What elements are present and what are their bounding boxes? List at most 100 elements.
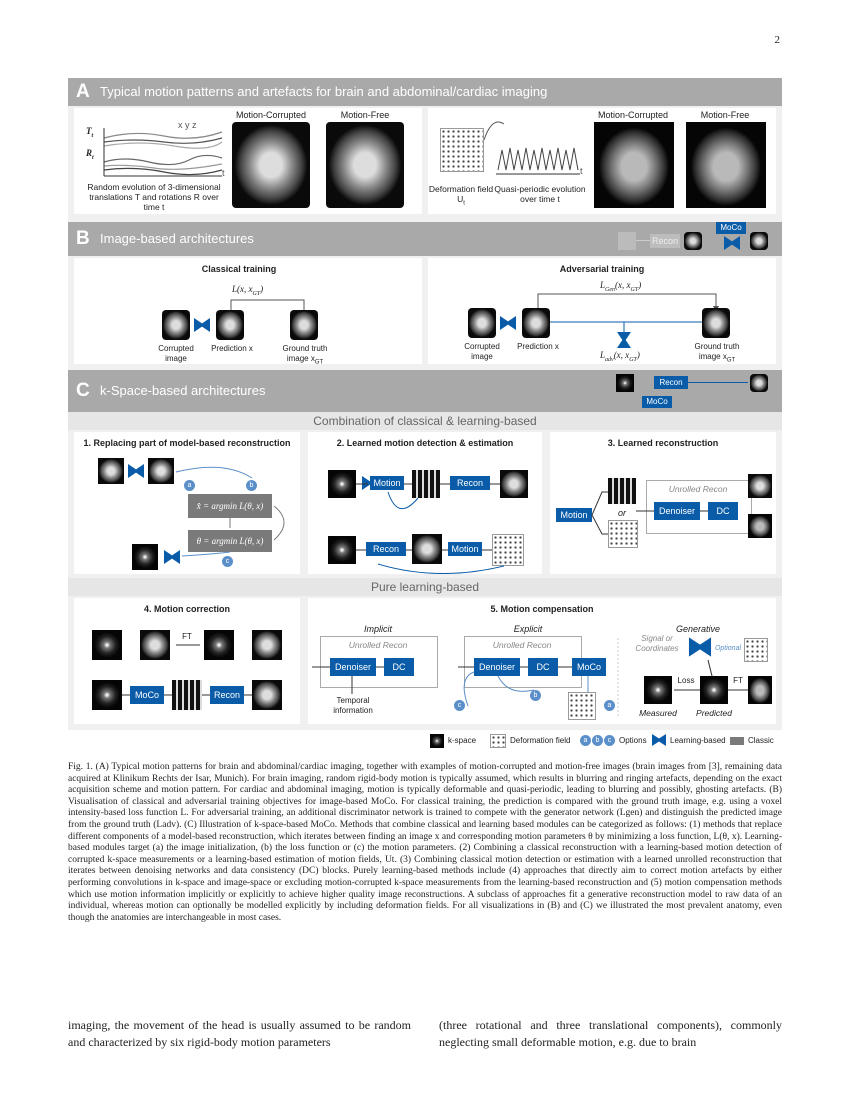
s3-output-brain — [748, 474, 772, 498]
s1-option-a: a — [184, 480, 195, 491]
s2-deformation-field — [492, 534, 524, 566]
explicit-option-b: b — [530, 690, 541, 701]
s4-moco-block: MoCo — [130, 686, 164, 704]
deformation-field-label: Deformation field Ut — [428, 184, 494, 207]
s3-deformation-field — [608, 520, 638, 548]
s3-or-label: or — [617, 508, 626, 518]
header-c-arrow — [688, 382, 748, 383]
measured-label: Measured — [639, 708, 677, 718]
s4-recon-block: Recon — [210, 686, 244, 704]
predicted-kspace — [700, 676, 728, 704]
panel-a-letter: A — [76, 81, 90, 102]
s2-title: 2. Learned motion detection & estimation — [336, 438, 514, 448]
s2-output-top — [500, 470, 528, 498]
adv-prediction-image — [522, 308, 550, 338]
page-number: 2 — [774, 34, 781, 46]
deformation-field-icon — [440, 128, 484, 172]
s4-kspace-top — [92, 630, 122, 660]
s1-option-c: c — [222, 556, 233, 567]
s4-ft-label: FT — [182, 632, 192, 641]
brain-free-label: Motion-Free — [340, 110, 390, 120]
header-b-image-out — [750, 232, 768, 250]
combination-title: Combination of classical & learning-base… — [313, 414, 537, 428]
body-text-left: imaging, the movement of the head is usu… — [68, 1018, 411, 1049]
s3-filtered-kspace — [608, 478, 636, 504]
adv-ground-truth-image — [702, 308, 730, 338]
adv-ground-truth-label: Ground truth image xGT — [694, 342, 740, 364]
s3-motion-block: Motion — [556, 508, 592, 522]
implicit-unrolled-label: Unrolled Recon — [348, 640, 408, 650]
s1-motion-update-block: θ = argmin L(θ, x) — [188, 530, 272, 552]
abd-corrupted-image — [594, 122, 674, 208]
section-3: 3. Learned reconstruction Motion or Unro… — [550, 432, 776, 574]
brain-corrupted-image — [232, 122, 310, 208]
generative-ft-label: FT — [733, 676, 743, 685]
legend-deformation-label: Deformation field — [510, 736, 571, 745]
panel-b-classical: Classical training L(x, xGT) Corrupted i… — [74, 258, 422, 366]
legend-kspace-label: k-space — [448, 736, 477, 745]
legend-options-label: Options — [619, 736, 647, 745]
panel-a-title: Typical motion patterns and artefacts fo… — [100, 84, 548, 99]
explicit-option-c: c — [454, 700, 465, 711]
header-c-moco: MoCo — [642, 396, 672, 408]
legend-option-b: b — [592, 735, 603, 746]
pure-learning-title: Pure learning-based — [370, 580, 480, 594]
s2-kspace-bottom — [328, 536, 356, 564]
classical-prediction-label: Prediction x — [211, 344, 253, 353]
legend-kspace-icon — [430, 734, 444, 748]
s3-dc-block: DC — [708, 502, 738, 520]
s1-output-image — [148, 458, 174, 484]
quasi-periodic-label: Quasi-periodic evolution over time t — [494, 184, 586, 204]
adv-loss: Ladv(x, xGT) — [600, 350, 640, 363]
s3-title: 3. Learned reconstruction — [607, 438, 719, 448]
section-5: 5. Motion compensation Implicit Unrolled… — [308, 598, 776, 724]
panel-b-adversarial: Adversarial training LGen(x, xGT) Ladv(x… — [428, 258, 776, 364]
panel-a-abdomen: t Deformation field Ut Quasi-periodic ev… — [428, 108, 776, 214]
explicit-unrolled-label: Unrolled Recon — [492, 640, 552, 650]
explicit-denoiser: Denoiser — [474, 658, 520, 676]
s2-filtered-kspace — [412, 470, 440, 498]
s4-filtered-kspace — [172, 680, 202, 710]
s2-kspace-top — [328, 470, 356, 498]
rotation-label: Rt — [86, 148, 94, 161]
adv-prediction-label: Prediction x — [517, 342, 559, 351]
adv-corrupted-image — [468, 308, 496, 338]
implicit-label: Implicit — [363, 624, 392, 634]
panel-b-letter: B — [76, 228, 90, 249]
pure-learning-header: Pure learning-based — [68, 578, 782, 596]
s3-denoiser-block: Denoiser — [654, 502, 700, 520]
legend-learning-icon — [652, 734, 666, 746]
legend-option-a: a — [580, 735, 591, 746]
s5-connectors — [312, 638, 748, 718]
figure-caption: Fig. 1. (A) Typical motion patterns for … — [68, 762, 782, 923]
s3-unrolled-box — [646, 480, 752, 534]
s2-motion-block: Motion — [370, 476, 404, 490]
signal-coordinates-label: Signal or Coordinates — [635, 634, 679, 653]
classical-corrupted-label: Corrupted image — [158, 344, 194, 363]
explicit-dc: DC — [528, 658, 558, 676]
implicit-unrolled-box — [320, 636, 438, 688]
header-b-recon: Recon — [650, 234, 680, 248]
header-b-kspace-icon — [618, 232, 636, 250]
legend-classic-icon — [730, 737, 744, 745]
optional-label: Optional — [714, 645, 742, 652]
header-b-network-icon — [724, 236, 740, 250]
classical-ground-truth-label: Ground truth image xGT — [282, 344, 328, 366]
s1-input-image — [98, 458, 124, 484]
predicted-label: Predicted — [696, 708, 732, 718]
trajectory-description: Random evolution of 3-dimensional transl… — [87, 182, 221, 212]
section-2: 2. Learned motion detection & estimation… — [308, 432, 542, 574]
s4-connectors — [122, 644, 252, 696]
s1-network-a — [128, 464, 144, 478]
legend-learning-label: Learning-based — [670, 736, 726, 745]
figure-1: A Typical motion patterns and artefacts … — [68, 78, 782, 730]
explicit-deformation-field — [568, 692, 596, 720]
panel-c-letter: C — [76, 380, 90, 401]
s4-image-top-2 — [252, 630, 282, 660]
s3-connectors — [591, 491, 708, 535]
s1-kspace-image — [132, 544, 158, 570]
s1-network-c — [164, 550, 180, 564]
quasi-periodic-plot — [484, 121, 580, 175]
panel-c-title: k-Space-based architectures — [100, 383, 266, 398]
classical-corrupted-image — [162, 310, 190, 340]
